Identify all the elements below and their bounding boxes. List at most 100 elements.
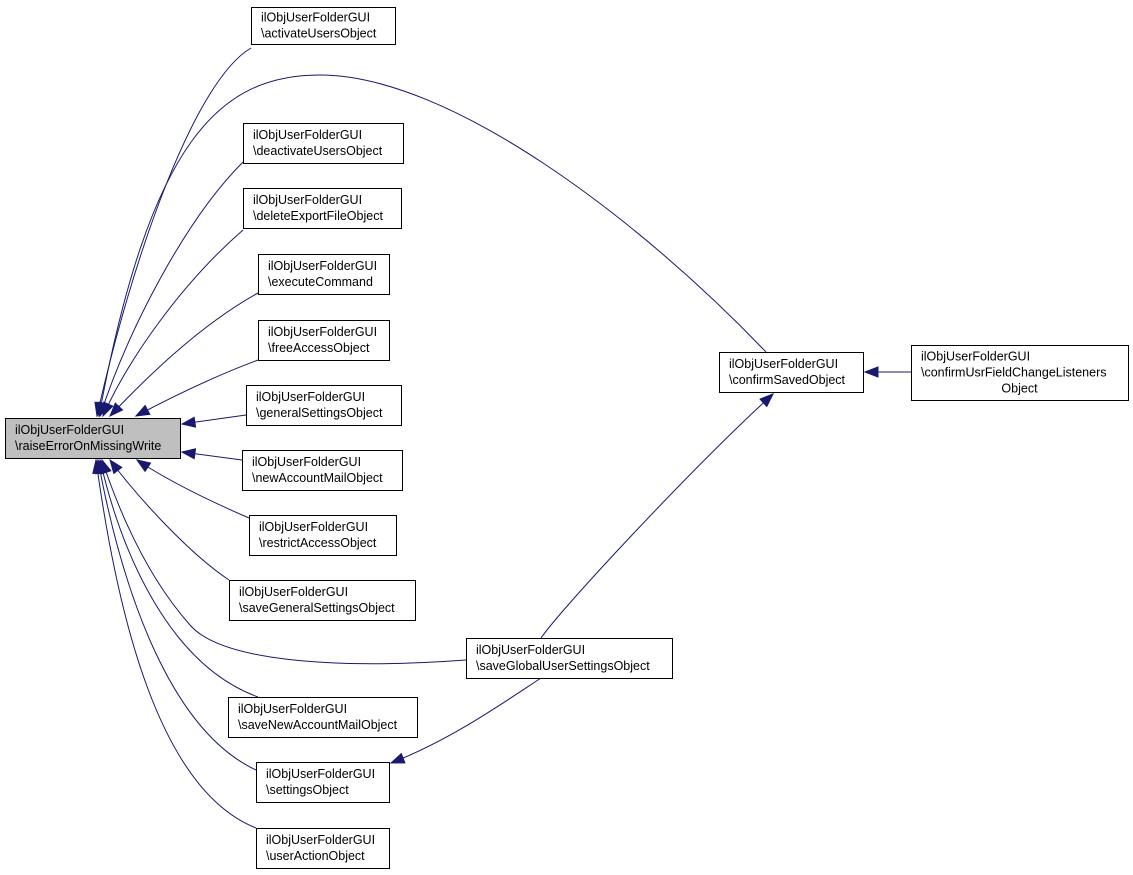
edge-line: [101, 459, 467, 665]
node-useraction[interactable]: ilObjUserFolderGUI \userActionObject: [256, 828, 390, 869]
node-box[interactable]: [256, 828, 390, 869]
node-label-line: ilObjUserFolderGUI: [921, 350, 1030, 364]
node-label-line: ilObjUserFolderGUI: [268, 325, 377, 339]
edge-deleteexport-to-root: [102, 229, 244, 418]
node-box[interactable]: [249, 515, 397, 556]
arrowhead-icon: [92, 458, 104, 475]
node-box[interactable]: [256, 762, 390, 803]
node-label-line: ilObjUserFolderGUI: [476, 643, 585, 657]
edge-line: [102, 229, 244, 417]
edge-useraction-to-root: [92, 458, 257, 829]
edge-execute-to-root: [109, 292, 259, 418]
node-label-line: ilObjUserFolderGUI: [238, 702, 347, 716]
node-box[interactable]: [229, 580, 416, 621]
edge-line: [99, 459, 259, 698]
node-confirmsaved[interactable]: ilObjUserFolderGUI \confirmSavedObject: [719, 352, 864, 393]
node-confirmusr[interactable]: ilObjUserFolderGUI \confirmUsrFieldChange…: [911, 345, 1129, 401]
node-label-line: \saveNewAccountMailObject: [238, 718, 398, 732]
edge-confirmusr-to-confirmsaved: [863, 366, 911, 378]
node-saveglobal[interactable]: ilObjUserFolderGUI \saveGlobalUserSetting…: [466, 638, 673, 679]
arrowhead-icon: [180, 448, 197, 460]
node-label-line: ilObjUserFolderGUI: [268, 259, 377, 273]
edge-line: [109, 459, 230, 581]
edge-savegeneral-to-root: [109, 458, 230, 581]
node-generalsettings[interactable]: ilObjUserFolderGUI \generalSettingsObject: [246, 385, 402, 426]
edge-confirmsaved-to-root: [95, 74, 767, 418]
node-root[interactable]: ilObjUserFolderGUI \raiseErrorOnMissingWr…: [5, 418, 181, 459]
node-label-line: ilObjUserFolderGUI: [266, 833, 375, 847]
node-label-line: \saveGlobalUserSettingsObject: [476, 659, 650, 673]
nodes-layer: ilObjUserFolderGUI \raiseErrorOnMissingWr…: [5, 7, 1129, 869]
edge-line: [390, 677, 542, 764]
arrowhead-icon: [135, 459, 152, 473]
node-box[interactable]: [466, 638, 673, 679]
node-label-line: \executeCommand: [268, 275, 373, 289]
node-label-line: Object: [1001, 382, 1038, 396]
node-settings[interactable]: ilObjUserFolderGUI \settingsObject: [256, 762, 390, 803]
node-restrictaccess[interactable]: ilObjUserFolderGUI \restrictAccessObject: [249, 515, 397, 556]
arrowhead-icon: [759, 393, 775, 408]
node-deleteexport[interactable]: ilObjUserFolderGUI \deleteExportFileObjec…: [243, 188, 402, 229]
node-label-line: \activateUsersObject: [261, 27, 377, 41]
node-box[interactable]: [719, 352, 864, 393]
node-newaccountmail[interactable]: ilObjUserFolderGUI \newAccountMailObject: [242, 450, 403, 491]
node-label-line: ilObjUserFolderGUI: [256, 390, 365, 404]
node-label-line: ilObjUserFolderGUI: [253, 193, 362, 207]
node-label-line: \raiseErrorOnMissingWrite: [15, 439, 161, 453]
edge-line: [109, 292, 259, 417]
arrowhead-icon: [109, 458, 123, 475]
edge-line: [97, 459, 257, 771]
node-deactivate[interactable]: ilObjUserFolderGUI \deactivateUsersObject: [243, 123, 404, 164]
node-label-line: \restrictAccessObject: [259, 536, 377, 550]
arrowhead-icon: [109, 402, 124, 418]
node-label-line: ilObjUserFolderGUI: [15, 423, 124, 437]
node-box[interactable]: [5, 418, 181, 459]
node-box[interactable]: [243, 188, 402, 229]
node-execute[interactable]: ilObjUserFolderGUI \executeCommand: [258, 254, 390, 295]
arrowhead-icon: [389, 752, 406, 764]
node-label-line: ilObjUserFolderGUI: [266, 767, 375, 781]
edge-saveglobal-to-settings: [389, 677, 542, 764]
node-box[interactable]: [251, 7, 396, 45]
node-savegeneral[interactable]: ilObjUserFolderGUI \saveGeneralSettingsOb…: [229, 580, 416, 621]
edge-restrictaccess-to-root: [135, 459, 250, 519]
node-label-line: \newAccountMailObject: [252, 471, 383, 485]
node-label-line: ilObjUserFolderGUI: [729, 357, 838, 371]
node-box[interactable]: [242, 450, 403, 491]
arrowhead-icon: [180, 416, 197, 428]
edge-newaccountmail-to-root: [180, 448, 243, 461]
node-label-line: \settingsObject: [266, 783, 349, 797]
arrowhead-icon: [102, 401, 114, 418]
node-box[interactable]: [911, 345, 1129, 401]
node-freeaccess[interactable]: ilObjUserFolderGUI \freeAccessObject: [258, 320, 390, 361]
edge-line: [98, 74, 767, 417]
node-box[interactable]: [258, 254, 390, 295]
node-label-line: ilObjUserFolderGUI: [259, 520, 368, 534]
node-box[interactable]: [258, 320, 390, 361]
arrowhead-icon: [863, 366, 879, 378]
edge-savenewaccount-to-root: [97, 458, 259, 698]
node-label-line: \deactivateUsersObject: [253, 144, 383, 158]
node-label-line: \userActionObject: [266, 849, 365, 863]
edge-freeaccess-to-root: [134, 359, 259, 417]
edge-generalsettings-to-root: [180, 414, 247, 428]
node-box[interactable]: [228, 697, 418, 738]
node-label-line: \generalSettingsObject: [256, 406, 383, 420]
node-label-line: ilObjUserFolderGUI: [252, 455, 361, 469]
node-savenewaccount[interactable]: ilObjUserFolderGUI \saveNewAccountMailObj…: [228, 697, 418, 738]
edge-line: [135, 359, 259, 417]
node-label-line: ilObjUserFolderGUI: [253, 128, 362, 142]
node-label-line: ilObjUserFolderGUI: [261, 11, 370, 25]
node-box[interactable]: [243, 123, 404, 164]
node-label-line: \saveGeneralSettingsObject: [239, 601, 395, 615]
node-label-line: \freeAccessObject: [268, 341, 370, 355]
node-label-line: \confirmUsrFieldChangeListeners: [921, 366, 1107, 380]
node-label-line: ilObjUserFolderGUI: [239, 585, 348, 599]
node-activate[interactable]: ilObjUserFolderGUI \activateUsersObject: [251, 7, 396, 45]
node-box[interactable]: [246, 385, 402, 426]
node-label-line: \deleteExportFileObject: [253, 209, 383, 223]
edge-line: [136, 459, 250, 519]
node-label-line: \confirmSavedObject: [729, 373, 846, 387]
edge-line: [540, 393, 774, 639]
